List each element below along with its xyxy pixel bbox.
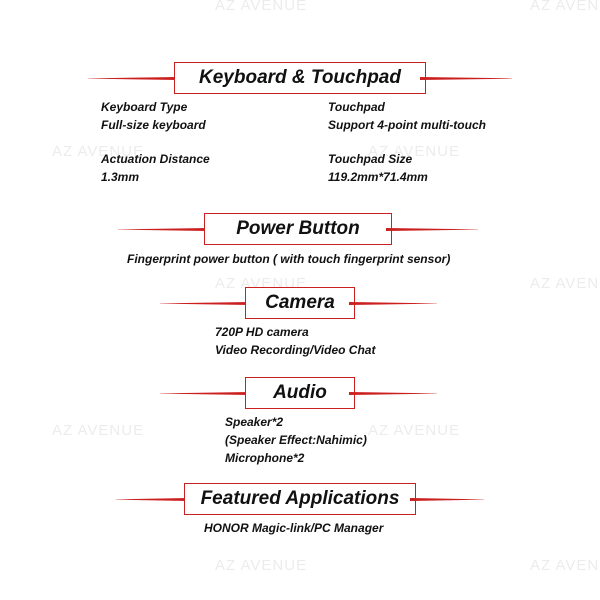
apps-section-header: Featured Applications [0,483,600,515]
watermark-text: AZ AVENUE [215,557,308,574]
section-title: Camera [245,287,355,319]
audio-detail: Speaker*2 [225,415,284,429]
actuation-distance-value: 1.3mm [101,170,140,184]
camera-detail: Video Recording/Video Chat [215,343,376,357]
keyboard-type-label: Keyboard Type [101,100,188,114]
header-divider-left [160,392,250,395]
audio-detail: Microphone*2 [225,451,305,465]
featured-apps-detail: HONOR Magic-link/PC Manager [204,521,384,535]
header-divider-right [420,77,512,80]
header-divider-right [349,392,437,395]
power-button-detail: Fingerprint power button ( with touch fi… [127,252,451,266]
header-divider-right [410,498,484,501]
touchpad-size-label: Touchpad Size [328,152,413,166]
watermark-text: AZ AVENUE [530,0,600,14]
power-section-header: Power Button [0,213,600,245]
watermark-text: AZ AVENUE [52,143,145,160]
touchpad-value: Support 4-point multi-touch [328,118,486,132]
header-divider-left [116,498,188,501]
header-divider-right [349,302,437,305]
section-title: Audio [245,377,355,409]
watermark-text: AZ AVENUE [368,143,461,160]
section-title: Featured Applications [184,483,416,515]
touchpad-size-value: 119.2mm*71.4mm [328,170,428,184]
watermark-text: AZ AVENUE [368,422,461,439]
camera-detail: 720P HD camera [215,325,309,339]
audio-section-header: Audio [0,377,600,409]
watermark-text: AZ AVENUE [530,275,600,292]
watermark-text: AZ AVENUE [52,422,145,439]
actuation-distance-label: Actuation Distance [101,152,210,166]
header-divider-right [386,228,478,231]
camera-section-header: Camera [0,287,600,319]
header-divider-left [160,302,250,305]
audio-detail: (Speaker Effect:Nahimic) [225,433,367,447]
keyboard-section-header: Keyboard & Touchpad [0,62,600,94]
header-divider-left [118,228,208,231]
section-title: Keyboard & Touchpad [174,62,426,94]
header-divider-left [88,77,178,80]
keyboard-type-value: Full-size keyboard [101,118,206,132]
section-title: Power Button [204,213,392,245]
watermark-text: AZ AVENUE [215,0,308,14]
touchpad-label: Touchpad [328,100,385,114]
watermark-text: AZ AVENUE [530,557,600,574]
